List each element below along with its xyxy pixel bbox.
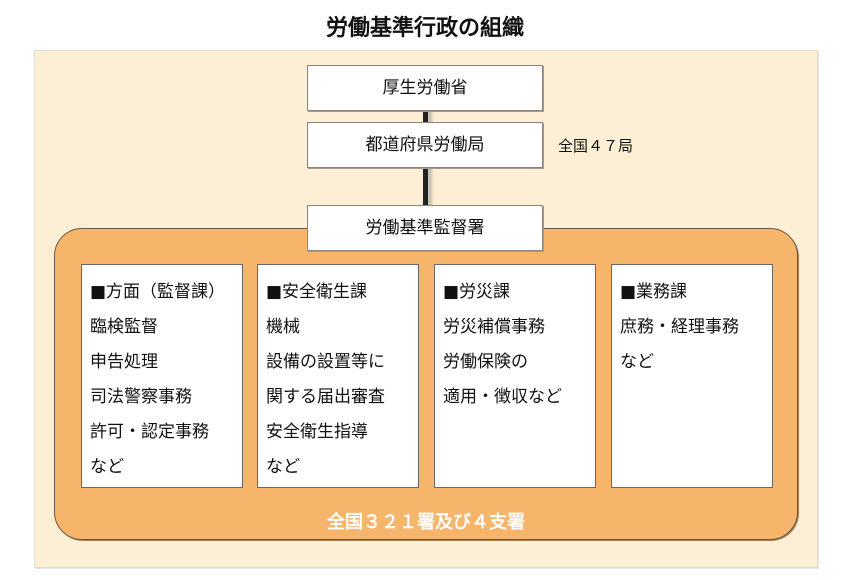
dept-box-workers-compensation: ■労災課 労災補償事務 労働保険の 適用・徴収など: [434, 264, 596, 488]
dept-box-safety-health: ■安全衛生課 機械 設備の設置等に 関する届出審査 安全衛生指導 など: [257, 264, 419, 488]
dept-line: 許可・認定事務: [90, 422, 209, 442]
dept-line: 機械: [266, 317, 300, 337]
prefectural-bureau-box: 都道府県労働局: [307, 122, 543, 168]
dept-line: など: [90, 457, 124, 477]
dept-heading: ■労災課: [443, 282, 511, 302]
dept-line: 司法警察事務: [90, 387, 192, 407]
ministry-label: 厚生労働省: [382, 78, 468, 98]
dept-line: 労働保険の: [443, 352, 528, 372]
dept-line: 申告処理: [90, 352, 158, 372]
bureau-count-note: 全国４７局: [558, 137, 634, 155]
dept-line: など: [266, 457, 300, 477]
dept-line: 労災補償事務: [443, 317, 545, 337]
prefectural-bureau-label: 都道府県労働局: [365, 135, 485, 155]
dept-heading: ■業務課: [620, 282, 688, 302]
dept-line: など: [620, 352, 654, 372]
dept-box-supervision: ■方面（監督課） 臨検監督 申告処理 司法警察事務 許可・認定事務 など: [81, 264, 243, 488]
dept-line: 適用・徴収など: [443, 387, 562, 407]
dept-line: 関する届出審査: [266, 387, 385, 407]
inspection-office-label: 労働基準監督署: [365, 218, 485, 238]
connector-ministry-bureau: [423, 110, 428, 124]
dept-heading: ■方面（監督課）: [90, 282, 226, 302]
dept-line: 安全衛生指導: [266, 422, 368, 442]
office-count-footer: 全国３２１署及び４支署: [327, 512, 525, 533]
inspection-office-box: 労働基準監督署: [307, 205, 543, 251]
dept-box-general-affairs: ■業務課 庶務・経理事務 など: [611, 264, 773, 488]
connector-bureau-office: [423, 166, 428, 206]
dept-line: 設備の設置等に: [266, 352, 385, 372]
diagram-title: 労働基準行政の組織: [325, 16, 524, 41]
dept-line: 庶務・経理事務: [620, 317, 739, 337]
dept-line: 臨検監督: [90, 317, 158, 337]
dept-heading: ■安全衛生課: [266, 282, 368, 302]
ministry-box: 厚生労働省: [307, 65, 543, 111]
